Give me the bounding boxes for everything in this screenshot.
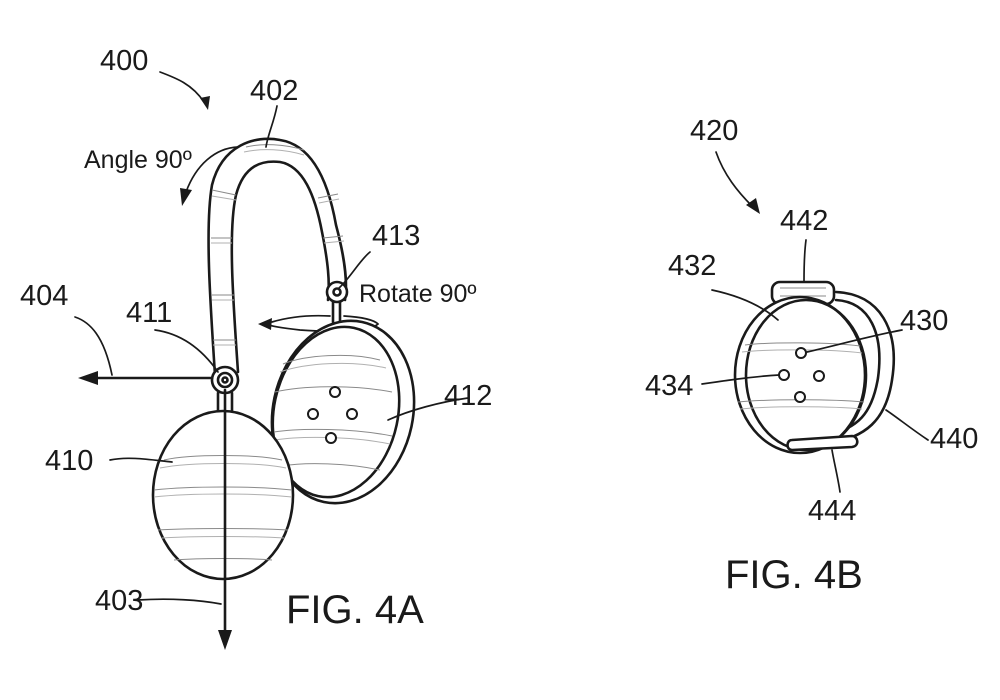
ref-403: 403: [95, 585, 143, 617]
leader-420-arrowhead: [746, 198, 760, 214]
leader-400-arrowhead: [200, 96, 210, 110]
leader-402: [265, 105, 278, 148]
fig-4b-drawing: [701, 151, 929, 493]
annotation-angle: Angle 90º: [84, 146, 192, 174]
leader-434: [701, 374, 780, 385]
ref-434: 434: [645, 370, 693, 402]
leader-430: [806, 329, 903, 353]
ref-404: 404: [20, 280, 68, 312]
ref-442: 442: [780, 205, 828, 237]
ref-420: 420: [690, 115, 738, 147]
leader-420: [715, 151, 753, 207]
ref-411: 411: [126, 297, 172, 329]
ref-410: 410: [45, 445, 93, 477]
fig-4a-drawing: [74, 71, 469, 650]
headband-inner-outline: [230, 160, 331, 374]
leader-444: [831, 449, 841, 493]
leader-403: [137, 598, 222, 605]
ear-cup-412-holes: [307, 386, 358, 444]
leader-440: [885, 409, 929, 441]
rotate-arrowhead: [258, 318, 272, 330]
ref-432: 432: [668, 250, 716, 282]
ref-412: 412: [444, 380, 492, 412]
band-440: [824, 290, 895, 446]
ear-cup-410-shading: [153, 455, 293, 561]
leader-400: [159, 71, 205, 103]
caption-fig-4b: FIG. 4B: [725, 553, 863, 597]
hinge-411-pin: [221, 376, 229, 384]
ear-cup-412-inner: [271, 325, 401, 499]
hinge-413-outer: [325, 280, 349, 304]
angle-arrowhead: [180, 188, 192, 206]
leader-412: [387, 397, 469, 421]
caption-fig-4a: FIG. 4A: [286, 588, 424, 632]
axis-404-arrowhead: [78, 371, 98, 385]
ref-400: 400: [100, 45, 148, 77]
leader-404: [74, 316, 113, 376]
leader-432: [711, 289, 779, 321]
ref-430: 430: [900, 305, 948, 337]
hook-444: [786, 434, 859, 452]
ref-402: 402: [250, 75, 298, 107]
ref-413: 413: [372, 220, 420, 252]
ref-440: 440: [930, 423, 978, 455]
angle-arrow: [185, 146, 239, 193]
hinge-411-mid: [216, 371, 234, 389]
leader-410: [109, 457, 173, 463]
annotation-rotate: Rotate 90º: [359, 280, 477, 308]
leader-411: [154, 329, 219, 373]
ref-444: 444: [808, 495, 856, 527]
leader-413: [338, 251, 371, 289]
headband-shading: [211, 144, 345, 346]
hinge-413-pin: [332, 287, 342, 297]
leader-442: [803, 239, 807, 283]
right-yoke-stem: [331, 300, 342, 324]
axis-403-arrowhead: [218, 630, 232, 650]
